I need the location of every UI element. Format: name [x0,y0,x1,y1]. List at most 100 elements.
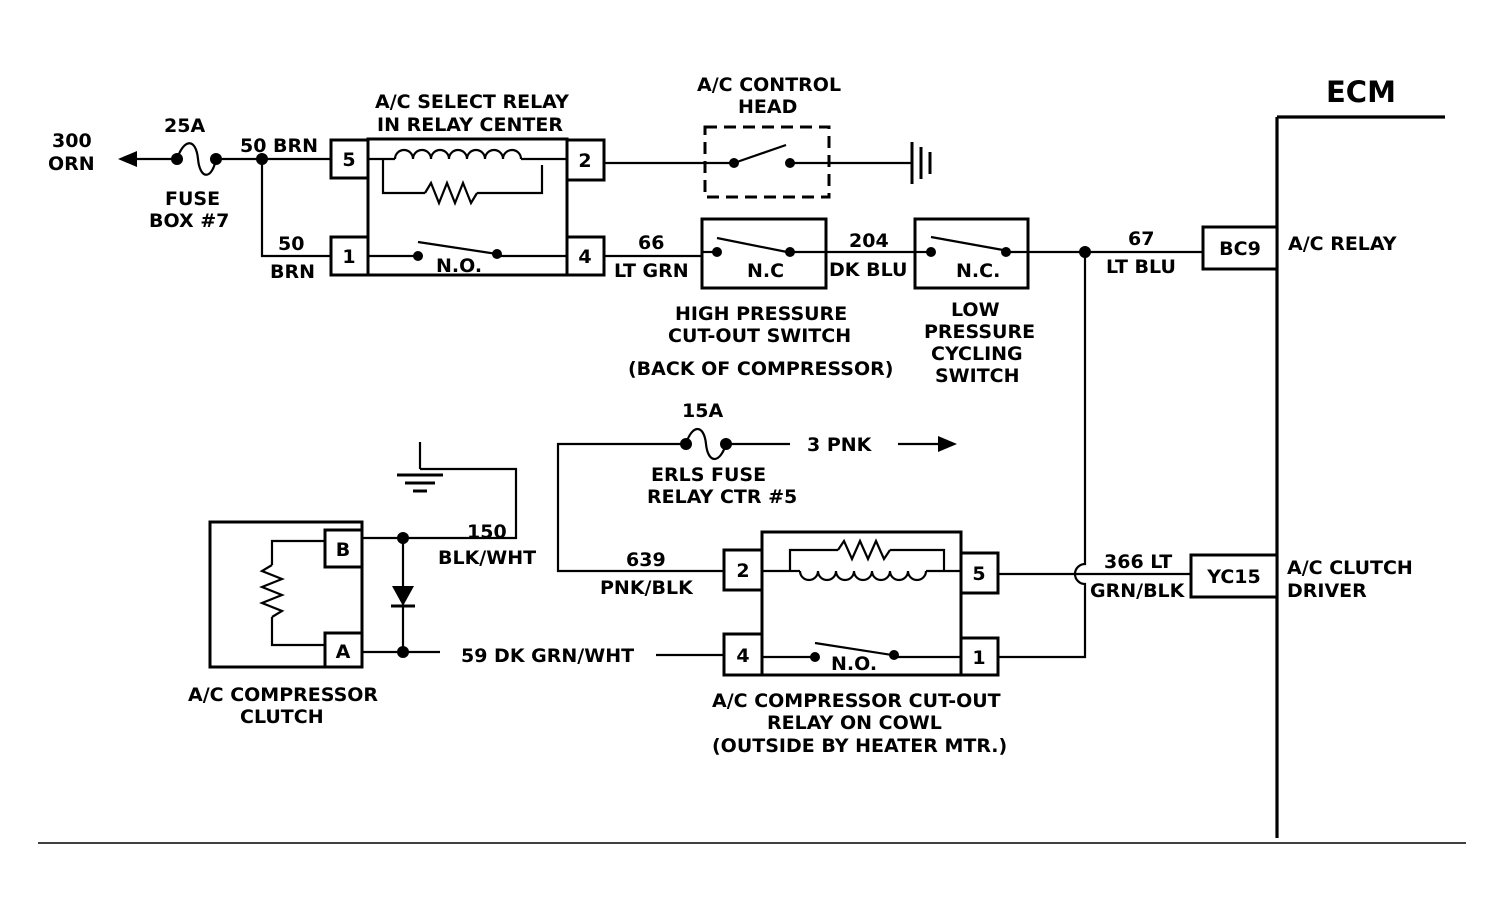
clutch-coil-lead [270,539,325,565]
clutch-title-2: CLUTCH [240,706,324,728]
high-pressure-contact-label: N.C [747,260,784,282]
wire-204-label: 204 [849,230,889,252]
wire-blk-wht-label: BLK/WHT [438,547,536,569]
high-pressure-title-2: CUT-OUT SWITCH [668,325,851,347]
high-pressure-switch: 66 LT GRN N.C HIGH PRESSURE CUT-OUT SWIT… [604,217,915,380]
wire-50-label: 50 [278,233,304,255]
cutout-relay: 2 4 5 1 N.O. 366 LT GRN/BLK A/C COMPRESS… [712,530,1191,757]
wire-67-label: 67 [1128,228,1154,250]
clutch-coil-lead [270,617,325,647]
contact-dot [712,247,722,257]
switch-blade-icon [733,143,787,165]
resistor-icon [837,538,891,562]
cutout-relay-pin-1 [959,636,1000,677]
wire-brn-label: BRN [270,261,315,283]
cutout-relay-pin-4-label: 4 [736,645,749,667]
ecm-clutch-label-1: A/C CLUTCH [1287,557,1413,579]
resistor-lead [890,548,946,571]
ecm-ac-relay-label: A/C RELAY [1288,233,1397,255]
resistor-lead [788,548,838,571]
relay-coil-icon [798,570,928,582]
switch-blade-icon [417,240,498,256]
low-pressure-title-1: LOW [951,299,1000,321]
select-relay-pin-5-label: 5 [342,149,355,171]
contact-dot [810,652,820,662]
select-relay-pin-4-label: 4 [578,246,591,268]
arrow-left-icon [118,151,137,167]
select-relay: A/C SELECT RELAY IN RELAY CENTER 5 1 2 4… [329,91,606,277]
cutout-relay-title-2: RELAY ON COWL [767,712,942,734]
wire-50-brn-top-label: 50 BRN [240,135,318,157]
control-head: A/C CONTROL HEAD [604,74,932,199]
select-relay-title-2: IN RELAY CENTER [377,114,563,136]
cutout-relay-pin-5-label: 5 [972,563,985,585]
fuse-box-label-2: BOX #7 [149,210,229,232]
wire-59-label: 59 DK GRN/WHT [461,645,634,667]
contact-dot [492,249,502,259]
power-feed: 300 ORN 25A FUSE BOX #7 50 BRN 50 BRN [48,115,331,283]
clutch-body [208,520,364,669]
clutch-coil-icon [259,564,285,618]
erls-fuse-label-1: ERLS FUSE [651,464,766,486]
erls-fuse: 3 PNK 15A ERLS FUSE RELAY CTR #5 639 PNK… [556,400,957,599]
switch-blade-icon [930,235,1004,252]
clutch-pin-a [323,631,364,669]
cutout-relay-pin-2-label: 2 [736,560,749,582]
resistor-lead [381,159,425,195]
fuse-25a-icon [175,142,218,176]
circuit-300-label: 300 [52,130,92,152]
select-relay-pin-4 [565,235,606,277]
circuit-orn-label: ORN [48,153,95,175]
high-pressure-title-1: HIGH PRESSURE [675,303,847,325]
cutout-relay-pin-4 [722,632,764,677]
ecm-pin-bc9 [1201,225,1279,271]
wire-50-brn-bottom [260,159,331,258]
wire-dk-blu-label: DK BLU [829,259,907,281]
select-relay-contact-label: N.O. [436,255,482,277]
diode-icon [392,586,414,606]
ecm: ECM BC9 A/C RELAY YC15 A/C CLUTCH DRIVER [1189,75,1445,838]
select-relay-pin-2 [565,138,606,182]
wire-grn-blk-label: GRN/BLK [1090,580,1186,602]
wire-639-pnk-blk [556,442,724,573]
fuse-25a-rating: 25A [164,115,205,137]
ecm-title: ECM [1326,75,1396,109]
cutout-relay-title-3: (OUTSIDE BY HEATER MTR.) [712,735,1007,757]
cutout-relay-body [760,530,963,677]
wire-366-label: 366 LT [1104,551,1172,573]
select-relay-title-1: A/C SELECT RELAY [375,91,569,113]
fuse-15a-icon [684,427,728,461]
cutout-relay-contact-label: N.O. [831,653,877,675]
ecm-pin-yc15-label: YC15 [1206,566,1260,588]
cutout-relay-pin-1-label: 1 [972,647,985,669]
low-pressure-title-3: CYCLING [931,343,1023,365]
low-pressure-switch: N.C. LOW PRESSURE CYCLING SWITCH 67 LT B… [913,217,1203,659]
high-pressure-switch-box [700,217,828,290]
clutch-title-1: A/C COMPRESSOR [188,684,378,706]
wire-lt-blu-label: LT BLU [1106,256,1176,278]
wire-66-label: 66 [638,232,664,254]
cutout-relay-title-1: A/C COMPRESSOR CUT-OUT [712,690,1001,712]
wire-67-drop [998,252,1087,659]
ecm-clutch-label-2: DRIVER [1287,580,1367,602]
ecm-pin-bc9-label: BC9 [1219,238,1261,260]
wire-150-label: 150 [467,521,507,543]
contact-dot [926,247,936,257]
control-head-title-2: HEAD [738,96,797,118]
select-relay-pin-1-label: 1 [342,246,355,268]
clutch-pin-b-label: B [336,539,350,561]
low-pressure-title-4: SWITCH [935,365,1020,387]
relay-coil-icon [393,148,523,160]
switch-blade-icon [814,641,893,657]
select-relay-pin-1 [329,235,370,277]
fuse-box-label-1: FUSE [165,188,220,210]
resistor-lead [477,165,544,195]
contact-dot [889,650,899,660]
wire-lt-grn-label: LT GRN [614,260,689,282]
arrow-right-icon [938,436,957,452]
ecm-pin-yc15 [1189,553,1279,599]
clutch-pin-a-label: A [336,641,351,663]
select-relay-body [366,137,569,277]
control-head-title-1: A/C CONTROL [697,74,841,96]
select-relay-pin-2-label: 2 [578,150,591,172]
